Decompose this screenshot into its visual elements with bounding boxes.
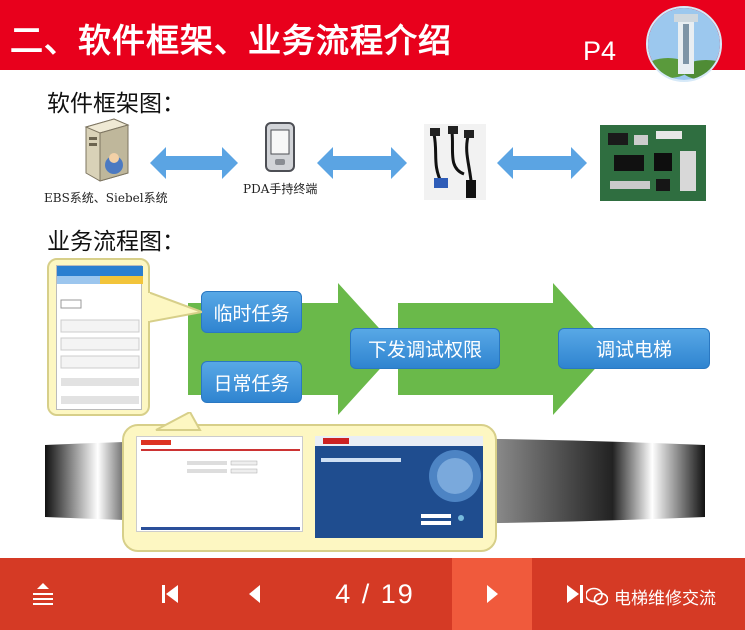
watermark-text: 电梯维修交流 [614, 584, 716, 609]
circuit-board-photo [600, 125, 706, 201]
slide-header: 二、软件框架、业务流程介绍 P4 [0, 0, 745, 70]
next-icon [483, 583, 501, 605]
page-counter: 4 / 19 [300, 558, 450, 630]
page-tag: P4 [583, 36, 616, 67]
slide-title: 二、软件框架、业务流程介绍 [10, 14, 452, 62]
daily-task-box: 日常任务 [201, 361, 302, 403]
first-page-button[interactable] [130, 558, 210, 630]
issue-permission-box: 下发调试权限 [350, 328, 500, 369]
menu-lines-icon [30, 581, 56, 607]
pda-device-icon [264, 121, 296, 173]
wechat-watermark: 电梯维修交流 [586, 584, 716, 609]
menu-button[interactable] [0, 558, 85, 630]
double-arrow-icon [497, 145, 587, 181]
callout-pointer [148, 292, 202, 332]
cable-photo [424, 124, 486, 200]
callout-pointer [150, 412, 210, 432]
server-icon [80, 117, 132, 183]
wechat-icon [586, 587, 608, 607]
oracle-ebs-login-screenshot [136, 436, 303, 532]
previous-icon [246, 583, 264, 605]
previous-page-button[interactable] [215, 558, 295, 630]
framework-section-title: 软件框架图： [47, 84, 185, 118]
company-logo [646, 6, 722, 82]
double-arrow-icon [317, 145, 407, 181]
pda-app-screenshot [56, 265, 142, 410]
skip-last-icon [564, 583, 586, 605]
temporary-task-box: 临时任务 [201, 291, 302, 333]
pda-label: PDA手持终端 [243, 180, 317, 197]
double-arrow-icon [150, 145, 238, 181]
next-page-button[interactable] [452, 558, 532, 630]
server-label: EBS系统、Siebel系统 [44, 189, 168, 206]
process-section-title: 业务流程图： [47, 222, 185, 256]
debug-elevator-box: 调试电梯 [558, 328, 710, 369]
skip-first-icon [159, 583, 181, 605]
siebel-service-screenshot [315, 436, 483, 538]
